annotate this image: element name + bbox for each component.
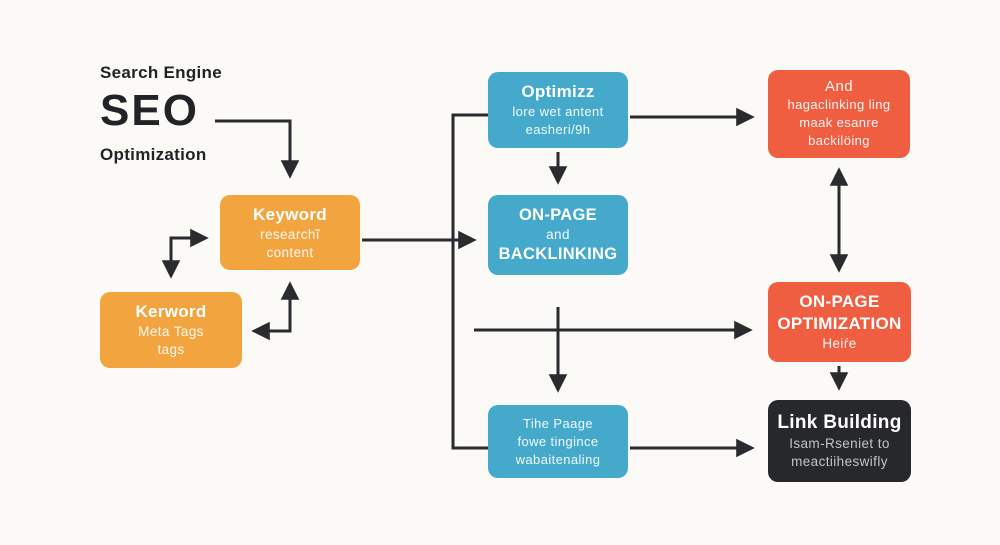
node-line-bold: BACKLINKING bbox=[498, 245, 618, 263]
node-line: meactiiheswifly bbox=[791, 454, 888, 469]
seo-logo-text: SEO bbox=[100, 86, 199, 135]
node-link-building: Link Building Isam-Rseniet to meactiihes… bbox=[768, 400, 911, 482]
node-line: easheri/9h bbox=[525, 122, 591, 137]
node-line: lore wet antent bbox=[512, 104, 604, 119]
node-line: maak esanre bbox=[799, 115, 879, 130]
node-line: researchĩ bbox=[260, 226, 320, 242]
node-line: Tihe Paage bbox=[522, 415, 593, 431]
node-line: Meta Tags bbox=[138, 324, 204, 339]
node-line: fowe tingince bbox=[517, 433, 599, 449]
heading-line1: Search Engine bbox=[100, 63, 222, 82]
node-tihe-page: Tihe Paage fowe tingince wabaitenaling bbox=[488, 405, 628, 478]
seo-heading: Search Engine SEO Optimization bbox=[100, 63, 222, 165]
node-kerword-meta-tags: Kerword Meta Tags tags bbox=[100, 292, 242, 368]
node-title: Keyword bbox=[253, 204, 327, 224]
branch-trunk-line bbox=[451, 113, 488, 450]
node-title: Link Building bbox=[777, 412, 902, 433]
node-line: and bbox=[546, 227, 570, 242]
node-line-bold: ON-PAGE bbox=[519, 206, 597, 224]
node-onpage-optimization: ON-PAGE OPTIMIZATION Heiŕe bbox=[768, 282, 911, 362]
heading-line2: Optimization bbox=[100, 145, 207, 164]
node-line: tags bbox=[157, 342, 185, 357]
node-keyword-research: Keyword researchĩ content bbox=[220, 195, 360, 270]
node-line-bold: ON-PAGE bbox=[799, 292, 880, 311]
node-line: Heiŕe bbox=[822, 336, 857, 351]
node-title: And bbox=[825, 78, 853, 95]
node-line: Isam-Rseniet to bbox=[789, 436, 890, 451]
node-and-backlinking: And hagaclinking ling maak esanre backil… bbox=[768, 70, 910, 158]
arrow-seo-to-keyword bbox=[215, 119, 300, 179]
node-line: content bbox=[266, 244, 314, 260]
arrow-keyword-kerword-left bbox=[161, 228, 209, 279]
arrow-kerword-keyword-right bbox=[251, 281, 300, 341]
node-onpage-and-backlinking: ON-PAGE and BACKLINKING bbox=[488, 195, 628, 275]
node-title: Optimizz bbox=[521, 82, 595, 101]
node-line: wabaitenaling bbox=[515, 451, 601, 467]
node-title: Kerword bbox=[135, 302, 207, 321]
node-line: hagaclinking ling bbox=[787, 97, 891, 112]
node-optimizz-content: Optimizz lore wet antent easheri/9h bbox=[488, 72, 628, 148]
node-line: backilöing bbox=[808, 133, 870, 148]
node-line-bold: OPTIMIZATION bbox=[777, 314, 902, 333]
